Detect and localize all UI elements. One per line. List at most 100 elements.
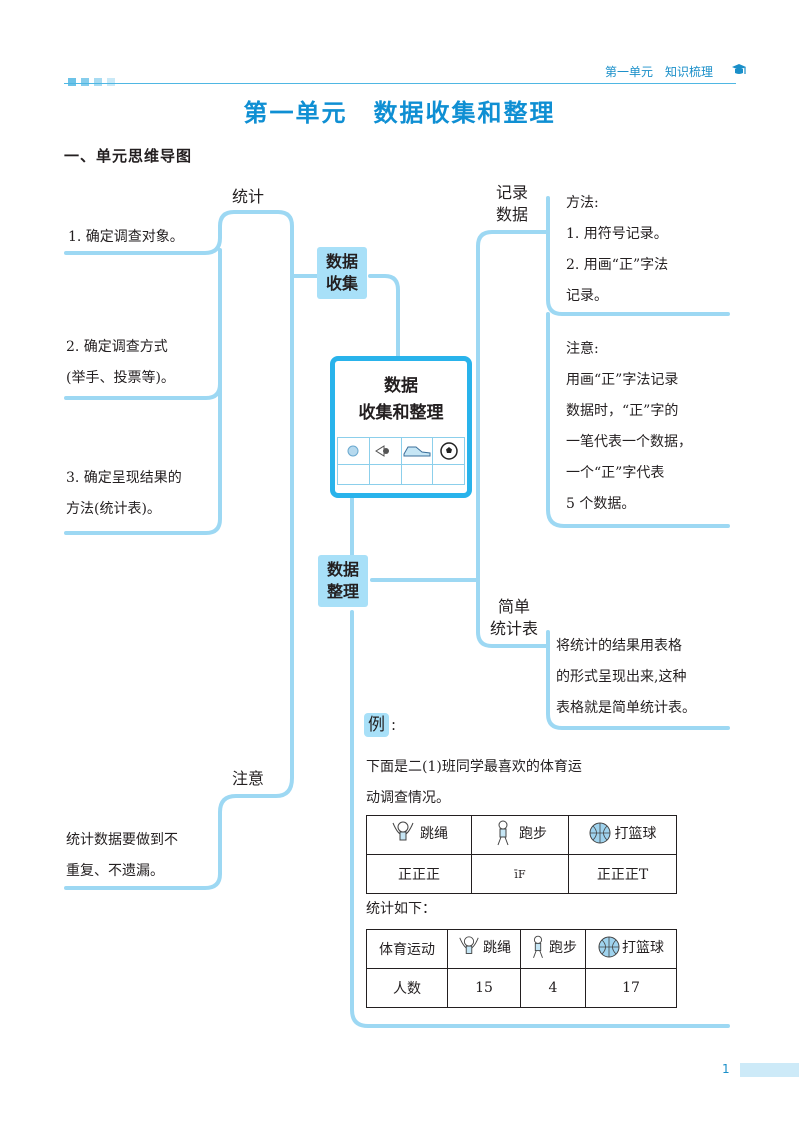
summary-label: 统计如下： <box>366 901 436 917</box>
table-cell: 打篮球 <box>568 815 677 855</box>
jump-rope-kid-icon <box>392 821 414 841</box>
right-note-line1: 注意: <box>566 341 599 357</box>
node-data-organize-line1: 数据 <box>326 560 359 579</box>
example-intro-line1: 下面是二(1)班同学最喜欢的体育运 <box>366 759 582 775</box>
right-table-def-line3: 表格就是简单统计表。 <box>556 700 696 716</box>
node-data-organize-line2: 整理 <box>326 582 359 601</box>
table-cell: 17 <box>585 968 677 1008</box>
right-note-text: 注意: 用画“正”字法记录 数据时，“正”字的 一笔代表一个数据， 一个“正”字… <box>566 334 692 520</box>
table-cell: 跑步 <box>520 929 586 969</box>
footer-decoration <box>740 1063 799 1077</box>
table-cell: 体育运动 <box>366 929 448 969</box>
header-decoration <box>68 71 120 90</box>
label-record-data: 记录 数据 <box>496 182 528 226</box>
right-table-def-line2: 的形式呈现出来,这种 <box>556 669 687 685</box>
table-row: 正正正 īF 正正正T <box>366 854 677 894</box>
table-cell: 4 <box>520 968 586 1008</box>
tally-table: 跳绳 跑步 打篮球 正正正 īF 正正正T <box>366 815 677 894</box>
graduation-cap-icon <box>732 64 746 74</box>
left-item-2: 2. 确定调查方式 (举手、投票等)。 <box>66 332 175 394</box>
ball-icon <box>337 437 369 465</box>
right-method-line2: 1. 用符号记录。 <box>566 226 668 242</box>
central-topic-line2: 收集和整理 <box>358 403 444 423</box>
left-item-1: 1. 确定调查对象。 <box>68 222 184 253</box>
shuttlecock-icon <box>368 437 401 465</box>
left-item-3-line1: 3. 确定呈现结果的 <box>66 470 182 486</box>
table-cell: īF <box>471 854 569 894</box>
right-method-text: 方法: 1. 用符号记录。 2. 用画“正”字法 记录。 <box>566 188 668 312</box>
tally-header-jump-rope: 跳绳 <box>420 826 448 842</box>
sneaker-icon <box>400 437 433 465</box>
right-table-def-line1: 将统计的结果用表格 <box>556 638 682 654</box>
left-zhuyi-text: 统计数据要做到不 重复、不遗漏。 <box>66 825 178 887</box>
page-number: 1 <box>722 1062 730 1076</box>
jump-rope-kid-icon <box>459 936 479 954</box>
count-header-jump-rope: 跳绳 <box>483 940 511 956</box>
right-note-line4: 一笔代表一个数据， <box>566 434 692 450</box>
tally-header-running: 跑步 <box>519 826 547 842</box>
running-kid-icon <box>497 820 509 846</box>
soccer-ball-icon <box>432 437 465 465</box>
left-zhuyi-line1: 统计数据要做到不 <box>66 832 178 848</box>
count-table: 体育运动 跳绳 跑步 打篮球 人数 15 4 17 <box>366 929 677 1008</box>
table-cell: 正正正 <box>366 854 472 894</box>
central-icon-row <box>337 437 465 465</box>
right-method-line3: 2. 用画“正”字法 <box>566 257 669 273</box>
table-cell: 跑步 <box>471 815 569 855</box>
table-cell: 跳绳 <box>447 929 521 969</box>
page-title: 第一单元 数据收集和整理 <box>243 98 556 127</box>
basketball-icon <box>589 822 610 844</box>
left-item-3: 3. 确定呈现结果的 方法(统计表)。 <box>66 463 182 525</box>
example-badge: 例 <box>364 713 389 737</box>
central-topic-title: 数据 收集和整理 <box>335 373 467 427</box>
label-zhuyi: 注意 <box>232 769 265 788</box>
right-note-line2: 用画“正”字法记录 <box>566 372 679 388</box>
count-header-basketball: 打篮球 <box>622 940 664 956</box>
example-heading: 例 : <box>364 713 396 737</box>
right-method-line1: 方法: <box>566 195 599 211</box>
table-cell: 人数 <box>366 968 448 1008</box>
central-topic: 数据 收集和整理 <box>330 356 472 498</box>
node-data-organize: 数据 整理 <box>318 555 368 607</box>
tally-header-basketball: 打篮球 <box>614 826 657 842</box>
label-simple-table-line2: 统计表 <box>490 619 539 638</box>
node-data-collection: 数据 收集 <box>317 247 367 299</box>
table-row: 人数 15 4 17 <box>366 968 677 1008</box>
running-kid-icon <box>533 935 543 958</box>
table-cell: 打篮球 <box>585 929 677 969</box>
label-tongji: 统计 <box>232 187 265 206</box>
example-intro-line2: 动调查情况。 <box>366 790 450 806</box>
node-data-collection-line1: 数据 <box>325 252 358 271</box>
header-section: 知识梳理 <box>665 65 714 79</box>
label-record-data-line2: 数据 <box>496 205 529 224</box>
table-cell: 15 <box>447 968 521 1008</box>
basketball-icon <box>598 936 620 958</box>
running-header: 第一单元知识梳理 <box>605 63 725 80</box>
left-item-2-line2: (举手、投票等)。 <box>66 370 175 386</box>
left-zhuyi-line2: 重复、不遗漏。 <box>66 863 164 879</box>
right-table-def-text: 将统计的结果用表格 的形式呈现出来,这种 表格就是简单统计表。 <box>556 631 696 724</box>
right-method-line4: 记录。 <box>566 288 608 304</box>
right-note-line3: 数据时，“正”字的 <box>566 403 679 419</box>
count-header-running: 跑步 <box>549 940 577 956</box>
left-item-3-line2: 方法(统计表)。 <box>66 501 161 517</box>
central-topic-line1: 数据 <box>384 376 418 396</box>
left-item-2-line1: 2. 确定调查方式 <box>66 339 168 355</box>
label-simple-table: 简单 统计表 <box>490 596 538 640</box>
left-item-1-line1: 1. 确定调查对象。 <box>68 229 184 245</box>
right-note-line5: 一个“正”字代表 <box>566 465 665 481</box>
example-colon: : <box>391 716 397 734</box>
label-record-data-line1: 记录 <box>496 183 529 202</box>
label-simple-table-line1: 简单 <box>498 597 531 616</box>
right-note-line6: 5 个数据。 <box>566 496 636 512</box>
table-cell: 跳绳 <box>366 815 472 855</box>
table-cell: 正正正T <box>568 854 677 894</box>
example-intro: 下面是二(1)班同学最喜欢的体育运 动调查情况。 <box>366 752 582 814</box>
table-row: 跳绳 跑步 打篮球 <box>366 815 677 855</box>
header-rule <box>64 83 736 84</box>
node-data-collection-line2: 收集 <box>325 274 358 293</box>
central-strip <box>337 465 465 485</box>
table-row: 体育运动 跳绳 跑步 打篮球 <box>366 929 677 969</box>
section-heading: 一、单元思维导图 <box>64 147 193 165</box>
